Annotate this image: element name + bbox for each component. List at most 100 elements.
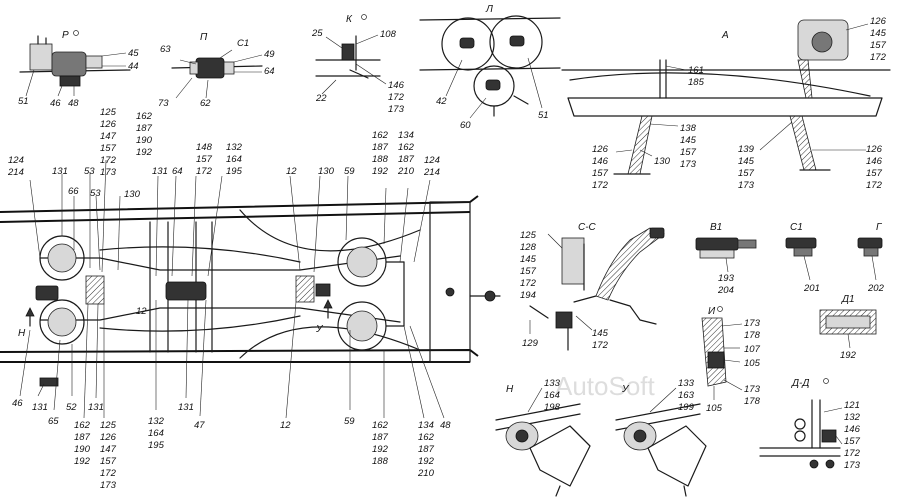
callout-number: 157 <box>196 154 213 165</box>
coupling-body <box>195 57 225 79</box>
callout-number: 53 <box>84 166 95 177</box>
callout-number: 157 <box>592 168 609 179</box>
callout-number: 49 <box>264 49 275 60</box>
section-r-mark-icon <box>73 30 79 36</box>
callout-number: 45 <box>128 48 139 59</box>
callout-number: 185 <box>688 77 705 88</box>
callout-number: 139 <box>738 144 755 155</box>
callout-number: 162 <box>398 142 415 153</box>
section-label: У <box>621 384 630 395</box>
callout-number: 172 <box>100 468 117 479</box>
callout-number: 46 <box>50 98 61 109</box>
callout-number: 192 <box>136 147 153 158</box>
callout-number: 124 <box>424 155 440 166</box>
watermark: AutoSoft <box>555 371 656 401</box>
view-dd: Д-Д 121 132 146 157 172 173 <box>759 378 861 471</box>
callout-number: 161 <box>688 65 704 76</box>
view-k: К 25 108 22 146 172 173 <box>311 14 405 115</box>
callout-number: 134 <box>398 130 414 141</box>
callout-number: 46 <box>12 398 23 409</box>
callout-number: 192 <box>840 350 857 361</box>
callout-number: 126 <box>100 432 117 443</box>
callout-number: 188 <box>372 456 389 467</box>
callout-number: 145 <box>520 254 537 265</box>
callout-number: 172 <box>592 180 609 191</box>
callout-number: 105 <box>744 358 761 369</box>
callout-number: 145 <box>592 328 609 339</box>
valve-body <box>29 43 53 71</box>
callout-number: 195 <box>226 166 243 177</box>
callout-number: 198 <box>544 402 561 413</box>
callout-number: 163 <box>678 390 695 401</box>
callout-number: 178 <box>744 396 761 407</box>
callout-number: 53 <box>90 188 101 199</box>
center-valve-block <box>165 281 207 301</box>
callout-number: 130 <box>124 189 141 200</box>
callout-number: 162 <box>372 130 389 141</box>
callout-number: 172 <box>388 92 405 103</box>
callout-number: 192 <box>74 456 91 467</box>
callout-number: 146 <box>388 80 405 91</box>
callout-number: 146 <box>844 424 861 435</box>
callout-number: 172 <box>866 180 883 191</box>
callout-number: 187 <box>418 444 435 455</box>
callout-number: 132 <box>148 416 165 427</box>
callout-number: 12 <box>136 306 147 317</box>
callout-number: 187 <box>136 123 153 134</box>
callout-number: 125 <box>100 420 117 431</box>
valve-port <box>85 55 103 69</box>
view-r: Р 45 44 51 46 48 <box>18 30 139 109</box>
view-p: П 63 С1 49 64 73 62 <box>158 32 275 109</box>
callout-number: 187 <box>372 142 389 153</box>
callout-number: 25 <box>311 28 323 39</box>
valve-housing <box>51 51 87 77</box>
callout-number: 214 <box>7 167 24 178</box>
callout-number: 51 <box>538 110 549 121</box>
section-r-label: Р <box>62 30 69 41</box>
callout-number: 190 <box>74 444 91 455</box>
callout-number: 192 <box>418 456 435 467</box>
callout-number: 173 <box>680 159 697 170</box>
callout-number: 129 <box>522 338 539 349</box>
callout-number: 157 <box>870 40 887 51</box>
callout-number: 172 <box>100 155 117 166</box>
callout-number: 22 <box>315 93 327 104</box>
callout-number: 12 <box>280 420 291 431</box>
section-label: Г <box>876 222 883 233</box>
callout-number: 173 <box>844 460 861 471</box>
callout-number: 131 <box>52 166 68 177</box>
frame-beam <box>567 97 883 117</box>
view-cc: С-С 125 128 145 157 172 194 129 145 172 <box>520 222 665 351</box>
callout-number: 157 <box>100 143 117 154</box>
callout-number: 42 <box>436 96 447 107</box>
section-label: С-С <box>578 222 597 233</box>
callout-number: 64 <box>264 66 275 77</box>
callout-number: 164 <box>148 428 164 439</box>
callout-number: 59 <box>344 166 355 177</box>
callout-number: 162 <box>372 420 389 431</box>
callout-number: 131 <box>178 402 194 413</box>
callout-number: 125 <box>100 107 117 118</box>
rear-chamber-right <box>39 299 85 345</box>
callout-number: 125 <box>520 230 537 241</box>
callout-number: 60 <box>460 120 471 131</box>
callout-number: 194 <box>520 290 536 301</box>
section-label: А <box>721 30 729 41</box>
callout-number: 126 <box>592 144 609 155</box>
callout-number: С1 <box>237 38 249 49</box>
callout-number: 147 <box>100 444 117 455</box>
callout-number: 172 <box>592 340 609 351</box>
fitting-v1 <box>695 237 739 251</box>
callout-number: 157 <box>844 436 861 447</box>
callout-number: 172 <box>520 278 537 289</box>
callout-number: 188 <box>372 154 389 165</box>
callout-number: 108 <box>380 29 397 40</box>
chamber-u <box>647 425 707 487</box>
fitting-c1 <box>785 237 817 249</box>
section-label: Н <box>18 328 26 339</box>
section-label: Д-Д <box>791 378 809 389</box>
callout-number: 192 <box>372 444 389 455</box>
callout-number: 128 <box>520 242 537 253</box>
callout-number: 173 <box>100 480 117 491</box>
